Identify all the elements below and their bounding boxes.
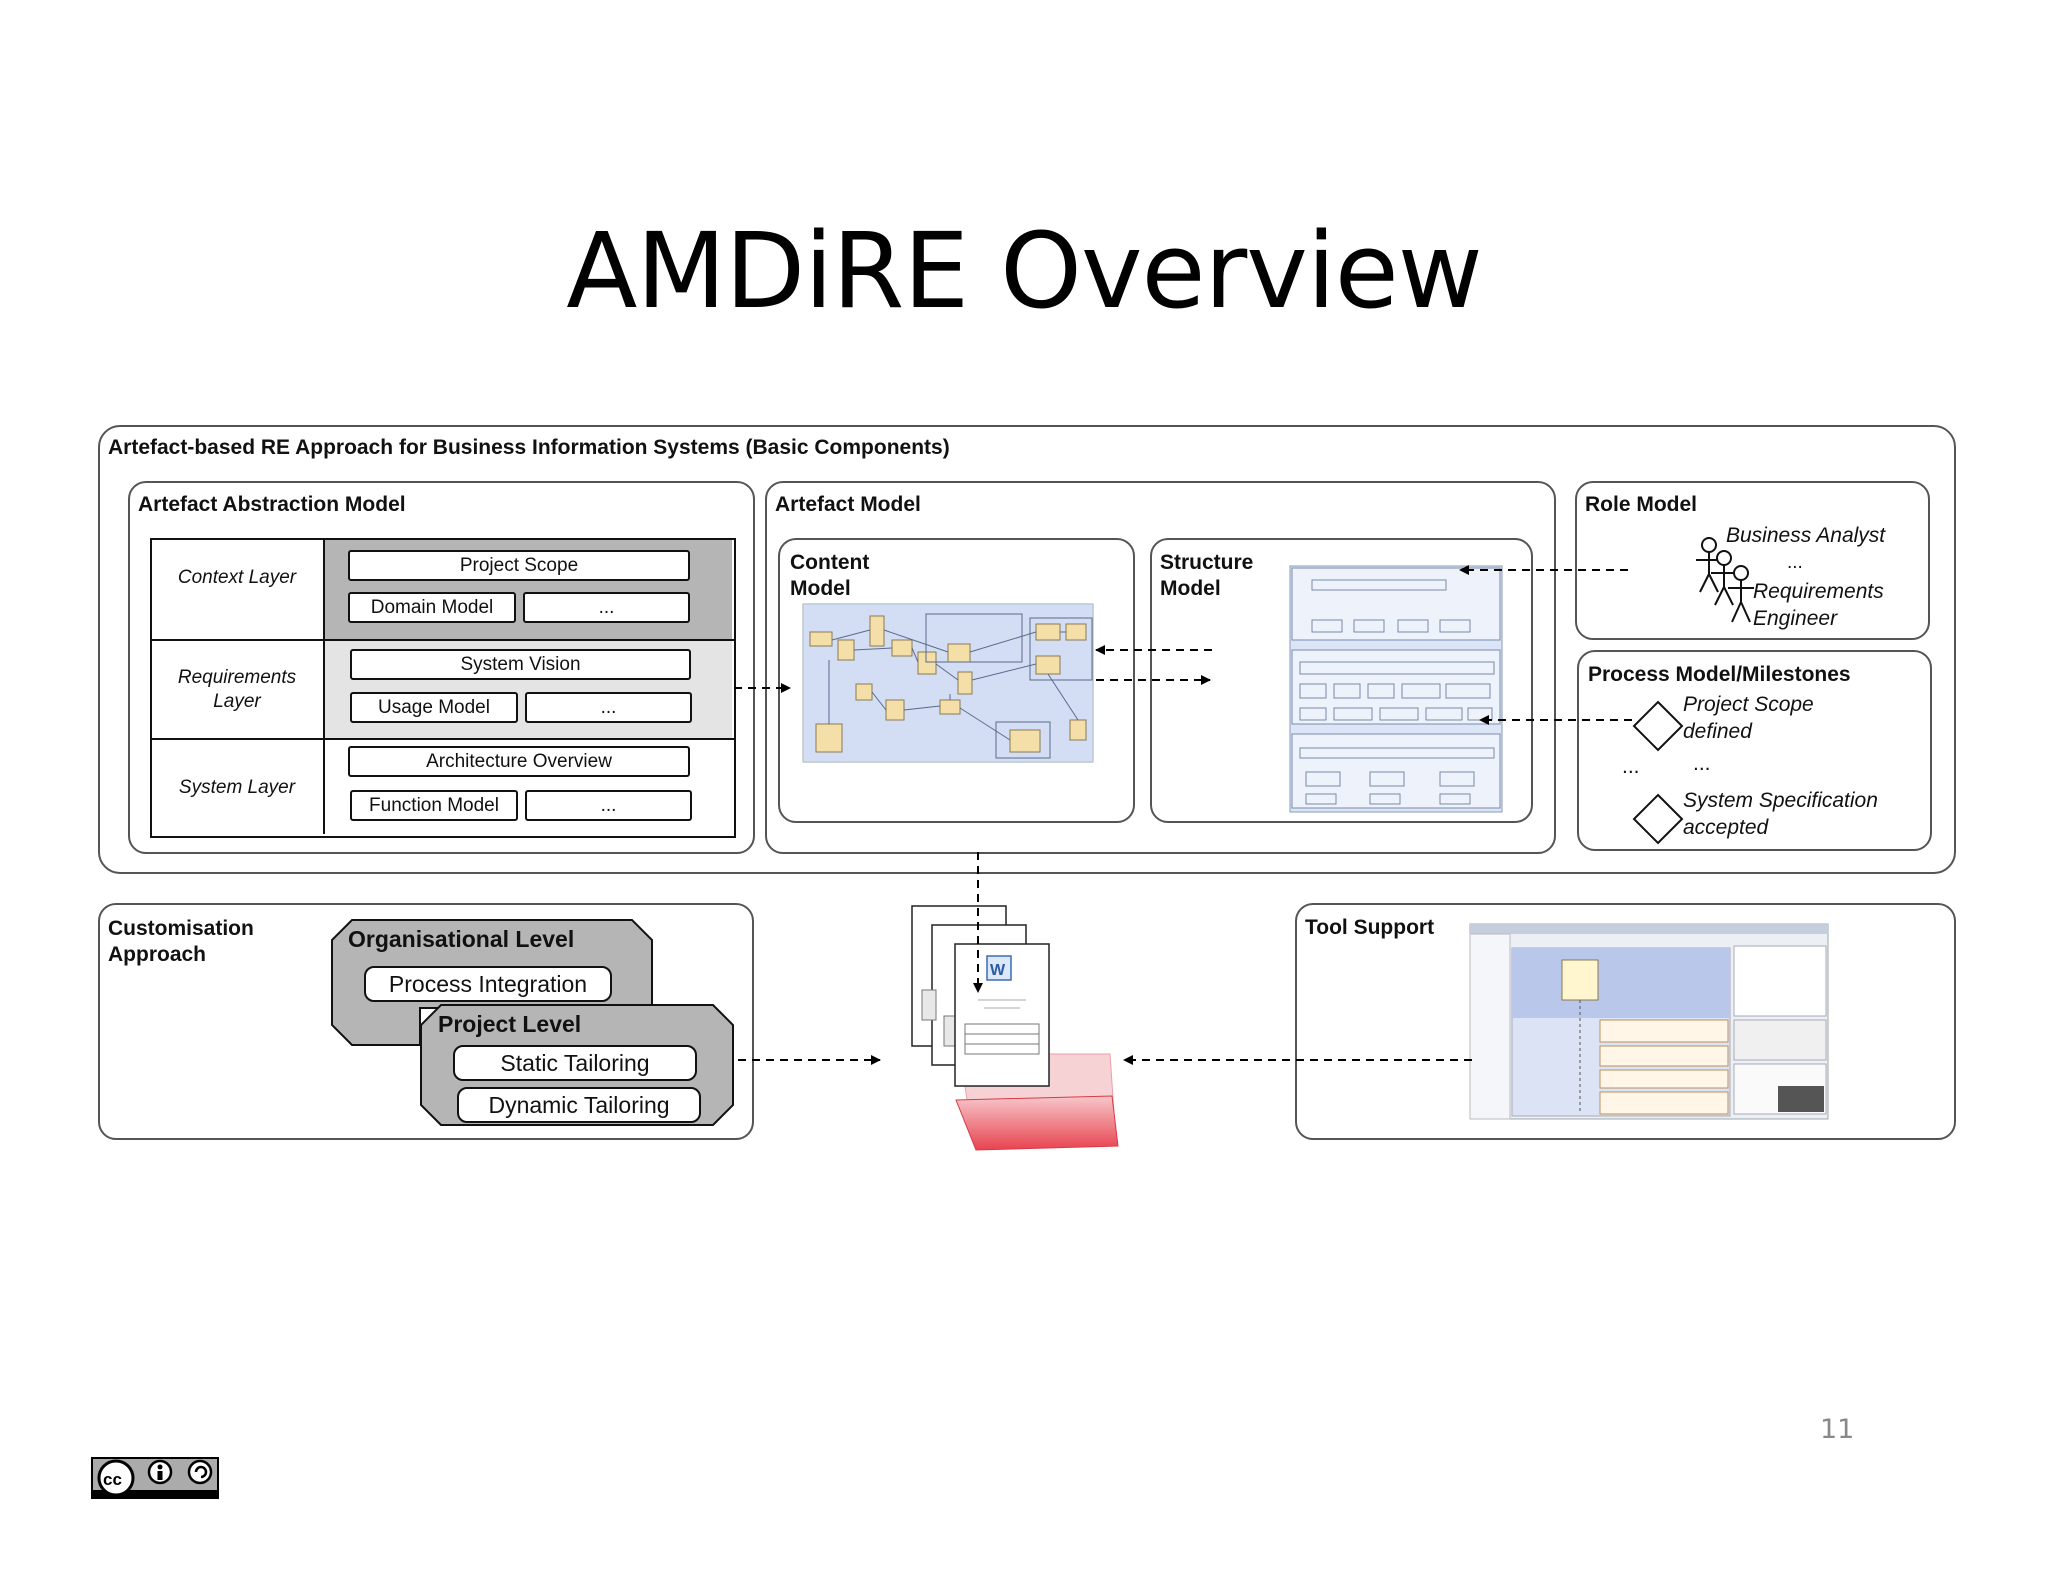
system-layer-label: System Layer	[178, 777, 296, 798]
business-analyst-label: Business Analyst	[1726, 524, 1886, 547]
word-document-icon: W	[954, 943, 1050, 1087]
approach-title: Artefact-based RE Approach for Business …	[108, 436, 950, 459]
process-model-title: Process Model/Milestones	[1588, 663, 1851, 686]
project-scope-box: Project Scope	[348, 550, 690, 581]
project-level-title: Project Level	[438, 1011, 582, 1037]
requirements-layer-label: Requirements Layer	[177, 667, 297, 712]
context-more-box: ...	[523, 592, 690, 623]
structure-model-diagram-thumbnail	[1289, 565, 1503, 813]
role-ellipsis: ...	[1787, 552, 1803, 573]
content-model-title: Content Model	[790, 551, 870, 600]
usage-model-box: Usage Model	[350, 692, 518, 723]
milestone-project-scope-label: Project Scope defined	[1683, 693, 1814, 743]
content-model-diagram-thumbnail	[802, 603, 1094, 763]
requirements-more-box: ...	[525, 692, 692, 723]
svg-text:cc: cc	[103, 1470, 122, 1489]
process-ellipsis: ...	[1693, 752, 1711, 775]
customisation-title: Customisation Approach	[108, 917, 254, 966]
layer-divider-vertical	[323, 538, 325, 834]
requirements-engineer-label: Requirements Engineer	[1753, 580, 1884, 630]
stick-figure-icon	[1696, 537, 1754, 623]
domain-model-box: Domain Model	[348, 592, 516, 623]
abstraction-model-title: Artefact Abstraction Model	[138, 493, 406, 516]
context-layer-label: Context Layer	[177, 567, 297, 588]
function-model-box: Function Model	[350, 790, 518, 821]
milestone-diamond-icon	[1632, 793, 1684, 845]
svg-text:W: W	[990, 962, 1006, 979]
tool-support-title: Tool Support	[1305, 916, 1435, 939]
structure-model-title: Structure Model	[1160, 551, 1254, 600]
artefact-model-title: Artefact Model	[775, 493, 921, 516]
system-vision-box: System Vision	[350, 649, 691, 680]
tool-screenshot-thumbnail	[1469, 923, 1829, 1120]
milestone-system-spec-label: System Specification accepted	[1683, 789, 1878, 839]
role-model-panel	[1575, 481, 1930, 640]
static-tailoring-box: Static Tailoring	[453, 1045, 697, 1081]
architecture-overview-box: Architecture Overview	[348, 746, 690, 777]
milestone-diamond-icon	[1632, 700, 1684, 752]
role-model-title: Role Model	[1585, 493, 1698, 516]
slide-title: AMDiRE Overview	[566, 210, 1483, 332]
page-number: 11	[1820, 1414, 1855, 1445]
organisational-level-title: Organisational Level	[348, 926, 575, 952]
process-integration-box: Process Integration	[364, 966, 612, 1002]
process-ellipsis-left: ...	[1622, 755, 1640, 778]
layer-divider	[150, 738, 734, 740]
dynamic-tailoring-box: Dynamic Tailoring	[457, 1087, 701, 1123]
layer-divider	[150, 639, 734, 641]
system-more-box: ...	[525, 790, 692, 821]
creative-commons-by-sa-icon: cc	[91, 1457, 219, 1499]
